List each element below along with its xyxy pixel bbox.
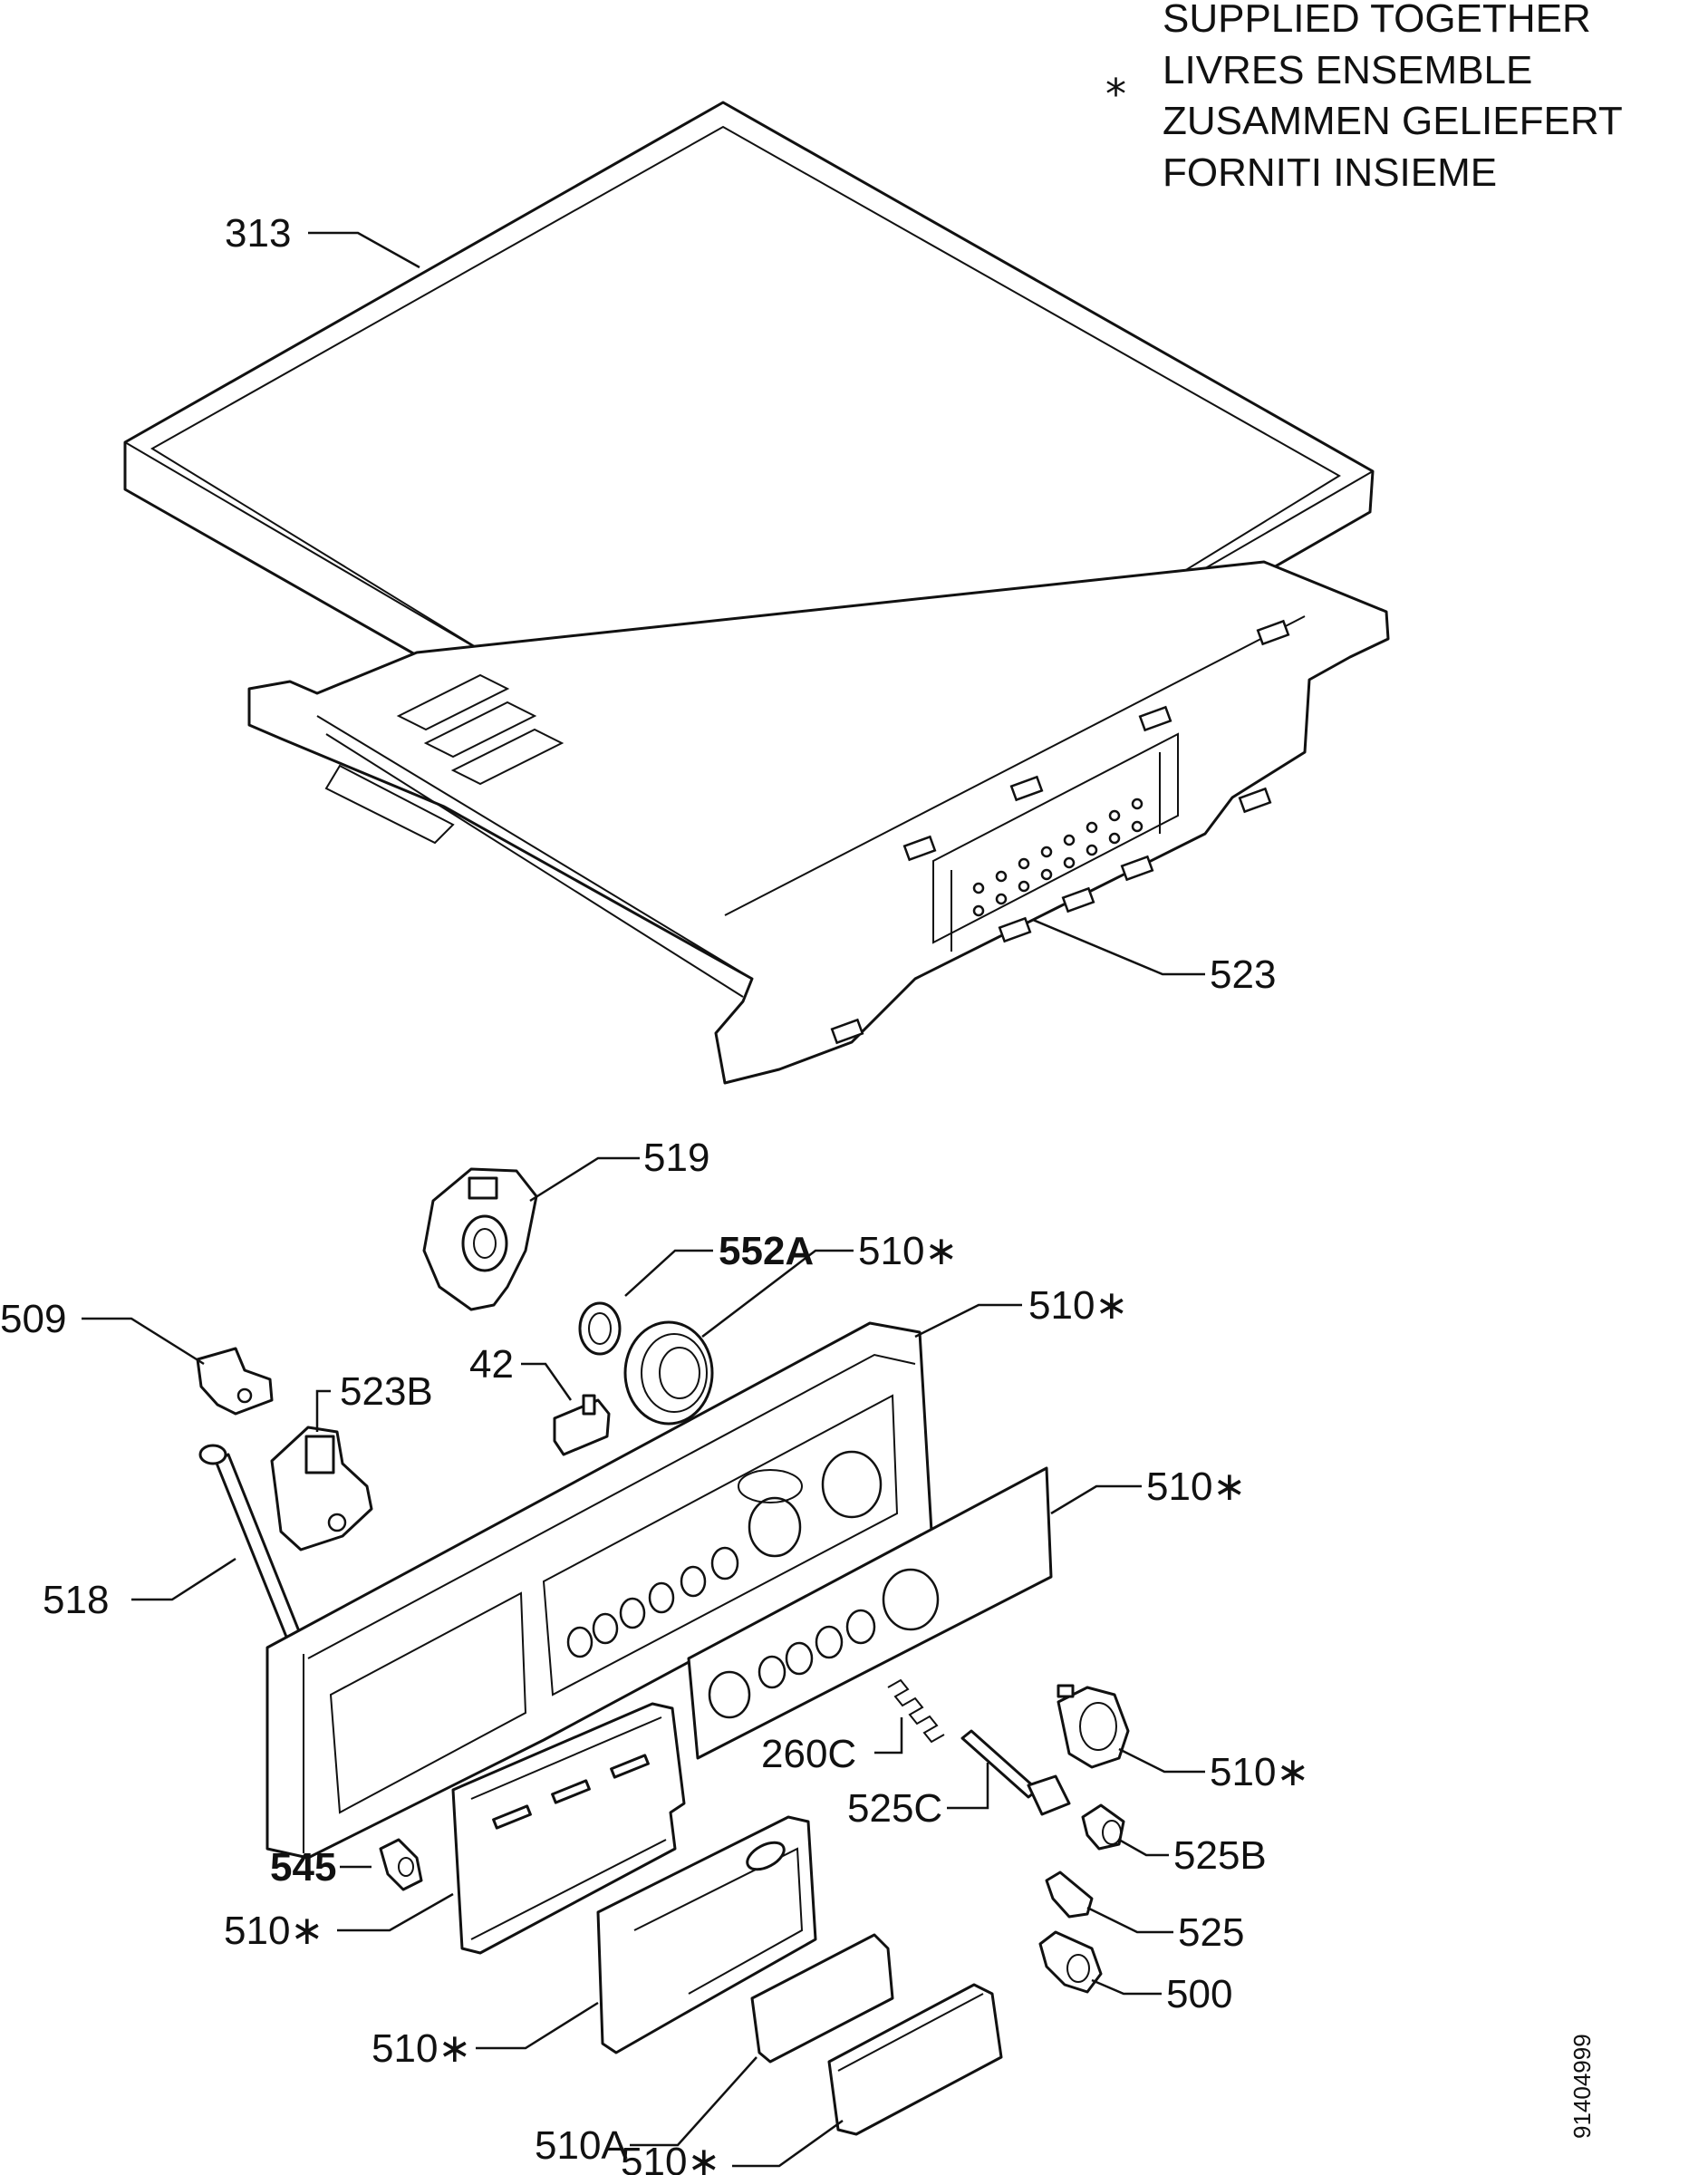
note-line-de: ZUSAMMEN GELIEFERT: [1163, 99, 1623, 143]
part-525b-bush: [1081, 1803, 1125, 1851]
callout-260c: 260C: [761, 1732, 856, 1776]
callout-313: 313: [225, 211, 291, 256]
callout-42: 42: [469, 1342, 514, 1387]
callout-510-front: 510∗: [1146, 1464, 1246, 1509]
callout-510-drawer: 510∗: [224, 1909, 323, 1953]
part-260c-spring: [887, 1678, 945, 1744]
callout-labels: 313 523 519 552A 510∗ 509 42 510∗ 523B 5…: [0, 211, 1309, 2175]
part-519-cam: [422, 1167, 538, 1311]
callout-510-knob-top: 510∗: [858, 1229, 958, 1273]
part-510-handle: [827, 1983, 1003, 2136]
part-510-knob-top: [623, 1320, 714, 1426]
part-509-latch: [196, 1347, 274, 1416]
part-525-pin: [1045, 1870, 1094, 1919]
callout-509: 509: [0, 1297, 66, 1341]
part-510-front-plate: [687, 1466, 1053, 1760]
part-500-cap: [1038, 1930, 1103, 1994]
drawing-code: 91404999: [1568, 2034, 1596, 2139]
callout-500: 500: [1166, 1972, 1232, 2016]
callout-525: 525: [1178, 1910, 1244, 1955]
callout-525c: 525C: [847, 1786, 942, 1831]
callout-518: 518: [43, 1578, 109, 1622]
note-line-fr: LIVRES ENSEMBLE: [1163, 48, 1532, 92]
part-545-screw: [379, 1838, 423, 1891]
note-line-en: SUPPLIED TOGETHER: [1163, 0, 1591, 41]
part-510-panel-housing: [265, 1321, 933, 1860]
callout-545: 545: [270, 1845, 336, 1890]
part-510-door: [596, 1815, 817, 2054]
leader-lines: [82, 231, 1205, 2168]
callout-519: 519: [643, 1136, 709, 1180]
callout-552a: 552A: [719, 1229, 814, 1273]
callout-510-knob-right: 510∗: [1210, 1750, 1309, 1794]
note-line-it: FORNITI INSIEME: [1163, 150, 1497, 195]
vent-holes: [972, 798, 1143, 917]
part-510-drawer-front: [451, 1702, 686, 1955]
part-510a-plate: [750, 1933, 894, 2064]
callout-510a: 510A: [535, 2123, 628, 2168]
note-asterisk: *: [1105, 70, 1126, 119]
callout-510-handle: 510∗: [621, 2140, 720, 2175]
part-510-knob-right: [1057, 1684, 1130, 1769]
part-42-switch: [553, 1394, 611, 1456]
supplied-together-note: * SUPPLIED TOGETHER LIVRES ENSEMBLE ZUSA…: [1105, 0, 1623, 195]
callout-523b: 523B: [340, 1369, 433, 1414]
part-525c-shaft: [960, 1729, 1071, 1816]
callout-525b: 525B: [1173, 1833, 1267, 1878]
callout-510-door: 510∗: [372, 2026, 471, 2071]
callout-510-panel: 510∗: [1028, 1283, 1128, 1328]
part-552a-ring: [578, 1301, 622, 1356]
part-523b-lock: [270, 1426, 373, 1552]
part-523-frame: [247, 560, 1390, 1085]
callout-523: 523: [1210, 952, 1276, 997]
